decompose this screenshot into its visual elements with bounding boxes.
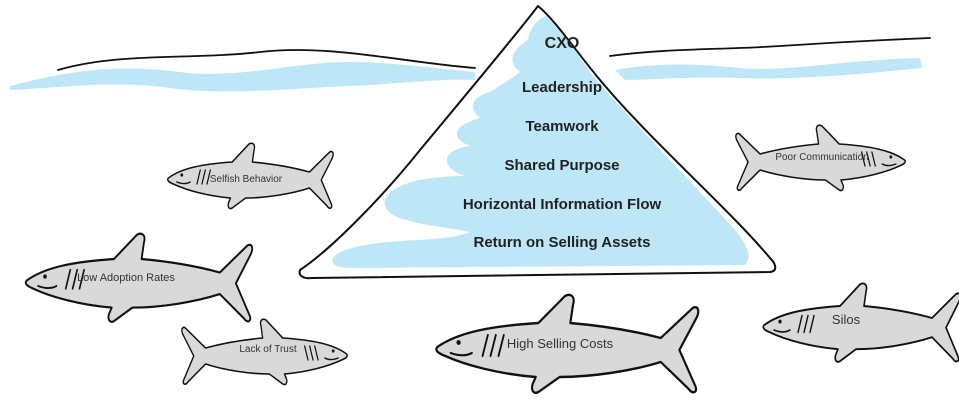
- shark-label-poor-communication: Poor Communication: [775, 152, 868, 163]
- shark-label-high-selling-costs: High Selling Costs: [507, 336, 614, 351]
- shark-label-low-adoption-rates: Low Adoption Rates: [77, 272, 175, 284]
- shark-label-lack-of-trust: Lack of Trust: [239, 344, 296, 355]
- iceberg-level-horizontal-information-flow: Horizontal Information Flow: [463, 196, 662, 213]
- water-surface-right: [609, 37, 931, 80]
- shark-label-silos: Silos: [832, 312, 861, 327]
- shark-silos: [762, 282, 959, 363]
- iceberg-level-leadership: Leadership: [522, 79, 602, 96]
- shark-label-selfish-behavior: Selfish Behavior: [210, 174, 283, 185]
- water-surface-left: [10, 49, 476, 92]
- iceberg-level-return-on-selling-assets: Return on Selling Assets: [474, 234, 651, 251]
- iceberg-shading: [332, 16, 749, 268]
- iceberg-level-shared-purpose: Shared Purpose: [504, 157, 619, 174]
- iceberg-level-cxo: CXO: [545, 35, 580, 52]
- iceberg: CXO Leadership Teamwork Shared Purpose H…: [298, 5, 777, 280]
- iceberg-level-teamwork: Teamwork: [525, 118, 599, 135]
